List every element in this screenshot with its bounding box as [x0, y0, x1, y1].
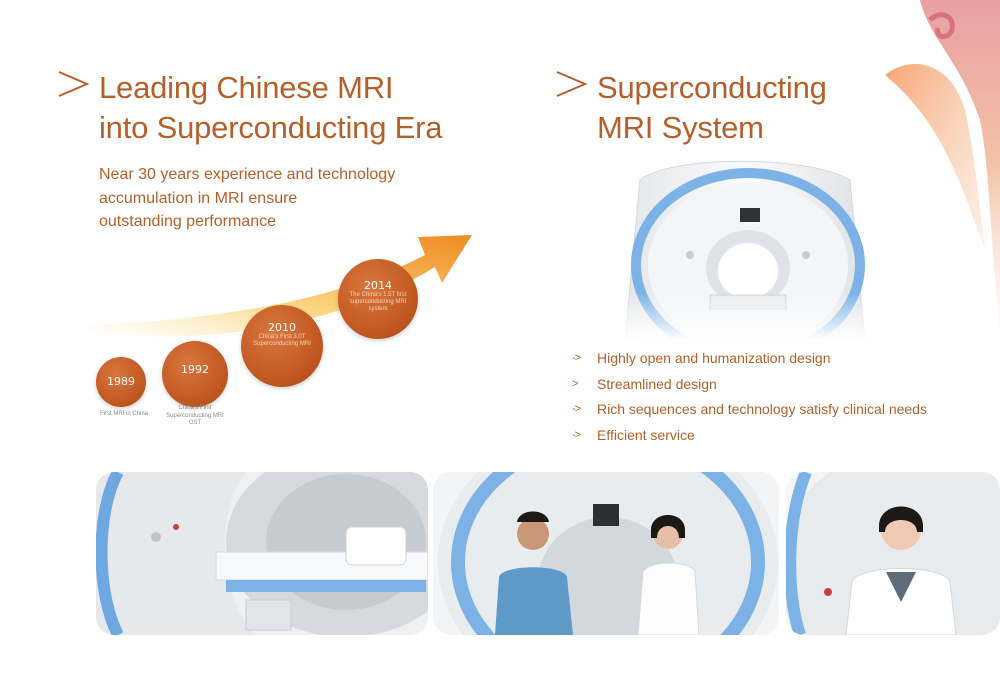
chevron-right-icon: [58, 71, 90, 97]
heading-line-1: Superconducting: [597, 70, 827, 105]
feature-item: -> Efficient service: [572, 425, 992, 451]
feature-text: Streamlined design: [597, 375, 717, 392]
heading-line-2: into Superconducting Era: [99, 110, 443, 145]
feature-list: -> Highly open and humanization design >…: [572, 348, 992, 450]
history-timeline: 1989 First MRI in China 1992 China's Fir…: [80, 215, 480, 445]
decorative-ribbon: [885, 0, 1000, 330]
intro-line-2: accumulation in MRI ensure: [99, 189, 298, 207]
feature-item: -> Rich sequences and technology satisfy…: [572, 399, 992, 425]
milestone-2014: 2014 The China's 1.5T first superconduct…: [338, 259, 418, 339]
feature-item: > Streamlined design: [572, 374, 992, 400]
section-heading-leading: Leading Chinese MRI into Superconducting…: [58, 68, 443, 148]
arrow-icon: ->: [572, 403, 581, 415]
milestone-caption: First MRI in China: [99, 411, 148, 417]
heading-line-1: Leading Chinese MRI: [99, 70, 394, 105]
scanner-closeup-photo: [96, 472, 428, 635]
milestone-year: 2014: [364, 279, 392, 292]
doctor-patient-photo: [433, 472, 779, 635]
milestone-year: 1992: [181, 363, 209, 376]
section-heading-system: Superconducting MRI System: [556, 68, 827, 148]
milestone-year: 1989: [107, 375, 135, 388]
milestone-1989: 1989: [96, 357, 146, 407]
feature-text: Efficient service: [597, 426, 695, 443]
doctor-portrait-photo: [786, 472, 1000, 635]
mri-scanner-image: [610, 150, 878, 340]
heading-line-2: MRI System: [597, 110, 764, 145]
intro-line-1: Near 30 years experience and technology: [99, 166, 396, 183]
milestone-caption: China's First 3.0T Superconducting MRI: [253, 334, 311, 347]
arrow-icon: >: [572, 377, 579, 390]
intro-paragraph: Near 30 years experience and technology …: [99, 163, 439, 234]
feature-text: Rich sequences and technology satisfy cl…: [597, 401, 927, 417]
milestone-1992: 1992: [162, 341, 228, 407]
milestone-year: 2010: [268, 321, 296, 334]
arrow-icon: ->: [572, 428, 581, 441]
milestone-2010: 2010 China's First 3.0T Superconducting …: [241, 305, 323, 387]
intro-line-3: outstanding performance: [99, 213, 276, 230]
milestone-caption: The China's 1.5T first superconducting M…: [349, 292, 407, 312]
arrow-icon: ->: [572, 352, 581, 364]
feature-item: -> Highly open and humanization design: [572, 348, 992, 374]
feature-text: Highly open and humanization design: [597, 350, 831, 366]
chevron-right-icon: [556, 71, 588, 97]
milestone-caption: China's First Superconducting MRI OST: [166, 405, 224, 426]
